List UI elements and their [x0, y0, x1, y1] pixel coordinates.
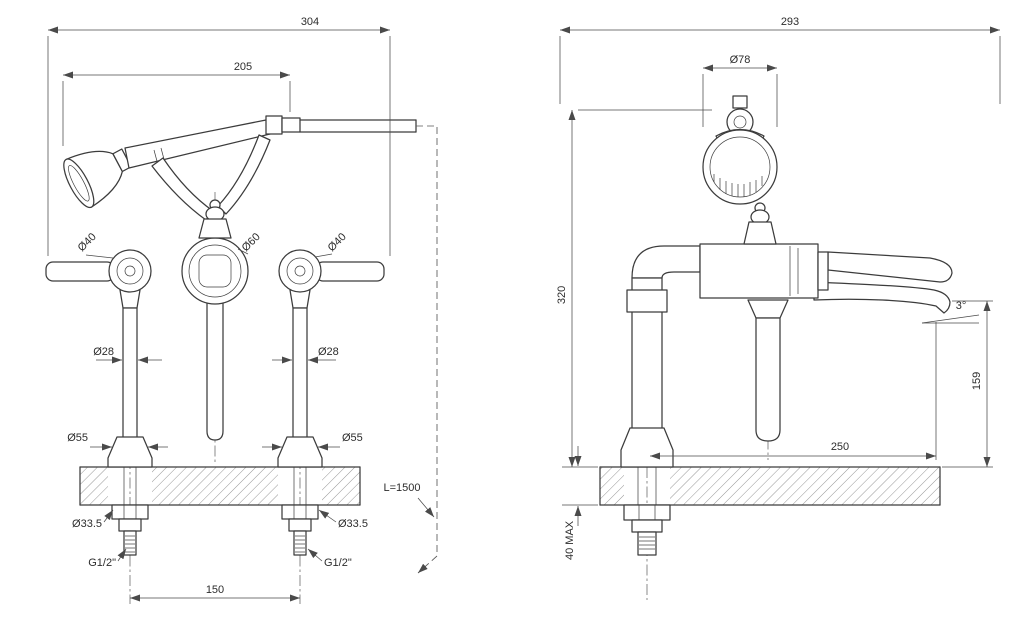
- spray-face: [713, 174, 763, 197]
- hose-length-callout: L=1500: [383, 125, 438, 574]
- right-tail: [281, 504, 319, 556]
- dim-spout-height: 159: [971, 372, 983, 390]
- front-deck: [79, 466, 361, 506]
- dim-right-tail-dia: Ø33.5: [338, 518, 368, 530]
- dim-handset-span: 205: [234, 61, 252, 73]
- dim-overall-depth: 293: [781, 16, 799, 28]
- hose-connector: [265, 115, 283, 135]
- dim-left-handle-dia: Ø40: [76, 231, 99, 254]
- dim-body-dia: Ø60: [240, 231, 263, 254]
- dim-overall-height: 320: [556, 286, 568, 304]
- side-view: 293 Ø78 320 3° 159 250 40 MAX: [556, 16, 1001, 600]
- left-riser: [107, 289, 153, 468]
- dim-left-thread: G1/2": [88, 557, 116, 569]
- diverter-knob: [198, 199, 232, 239]
- dim-left-flange-dia: Ø55: [67, 432, 88, 444]
- dim-right-thread: G1/2": [324, 557, 352, 569]
- dim-overall-width-front: 304: [301, 16, 319, 28]
- side-tail: [623, 504, 671, 556]
- dim-left-tail-dia: Ø33.5: [72, 518, 102, 530]
- right-riser: [277, 289, 323, 468]
- front-view: L=1500 304 205 Ø40 Ø60 Ø40 Ø28 Ø28: [45, 16, 438, 604]
- side-dimensions: 293 Ø78 320 3° 159 250 40 MAX: [556, 16, 1001, 560]
- dim-spout-angle: 3°: [956, 300, 967, 312]
- shower-head: [702, 129, 778, 205]
- left-tail: [111, 504, 149, 556]
- right-lever: [315, 261, 385, 282]
- side-lever: [827, 251, 953, 283]
- dim-hose-length: L=1500: [383, 482, 420, 494]
- left-lever: [45, 261, 115, 282]
- center-spout-tube: [206, 294, 224, 441]
- side-body: [699, 243, 829, 299]
- dim-right-handle-dia: Ø40: [326, 231, 349, 254]
- side-knob: [743, 202, 777, 245]
- right-handle-hub: [278, 249, 322, 293]
- spout: [813, 281, 951, 314]
- dim-right-riser-dia: Ø28: [318, 346, 339, 358]
- side-column: [747, 299, 789, 442]
- side-deck: [599, 466, 941, 506]
- dim-deck-thickness: 40 MAX: [564, 520, 576, 560]
- mixer-body: [181, 237, 249, 305]
- dim-hole-centers: 150: [206, 584, 224, 596]
- handset-head: [63, 148, 132, 209]
- dim-spout-reach: 250: [831, 441, 849, 453]
- dim-left-riser-dia: Ø28: [93, 346, 114, 358]
- left-handle-hub: [108, 249, 152, 293]
- dim-right-flange-dia: Ø55: [342, 432, 363, 444]
- dim-head-dia: Ø78: [730, 54, 751, 66]
- supply-pipe: [620, 245, 701, 468]
